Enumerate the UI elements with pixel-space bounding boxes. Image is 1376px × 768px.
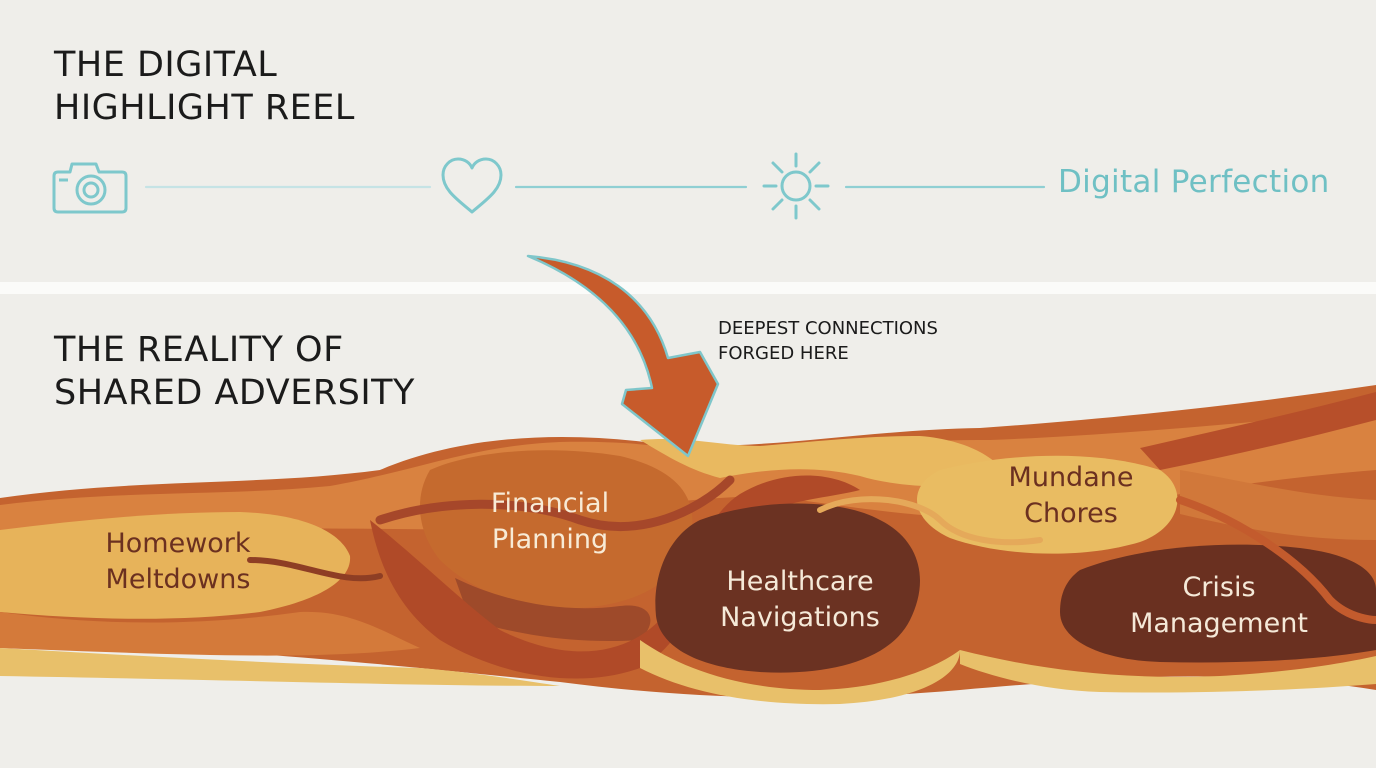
river-strand	[817, 496, 1043, 546]
river-ribbon	[960, 650, 1376, 693]
river-ribbon	[1140, 392, 1376, 470]
region-label-mundane-chores: Mundane Chores	[1008, 462, 1134, 529]
heart-icon	[441, 157, 503, 214]
river-ribbon	[640, 436, 1010, 487]
healthcare-navigations-region	[655, 503, 920, 673]
highlight-reel-panel	[0, 0, 1376, 282]
connection-arrow	[526, 254, 720, 458]
mundane-chores-region	[917, 455, 1178, 554]
river-strand	[247, 557, 383, 582]
region-label-homework-meltdowns: Homework Meltdowns	[105, 528, 251, 595]
crisis-management-region	[1060, 544, 1376, 663]
river-ribbon	[455, 578, 651, 642]
river-ribbon	[0, 611, 420, 656]
homework-meltdowns-region	[0, 512, 351, 619]
financial-planning-region	[419, 450, 693, 609]
river-ribbon	[0, 648, 560, 686]
shared-adversity-title: THE REALITY OF SHARED ADVERSITY	[54, 330, 415, 413]
sun-icon	[762, 152, 830, 220]
region-label-healthcare-navigations: Healthcare Navigations	[720, 566, 880, 633]
section-divider	[0, 282, 1376, 294]
digital-perfection-label: Digital Perfection	[1058, 164, 1330, 200]
deepest-connections-callout: DEEPEST CONNECTIONS FORGED HERE	[718, 318, 938, 364]
camera-icon	[52, 162, 128, 214]
region-label-financial-planning: Financial Planning	[490, 488, 610, 555]
river-strand	[375, 475, 735, 531]
river-strand	[1176, 496, 1376, 624]
river-ribbon	[640, 640, 960, 705]
region-label-crisis-management: Crisis Management	[1130, 572, 1308, 639]
highlight-reel-title: THE DIGITAL HIGHLIGHT REEL	[54, 45, 355, 128]
